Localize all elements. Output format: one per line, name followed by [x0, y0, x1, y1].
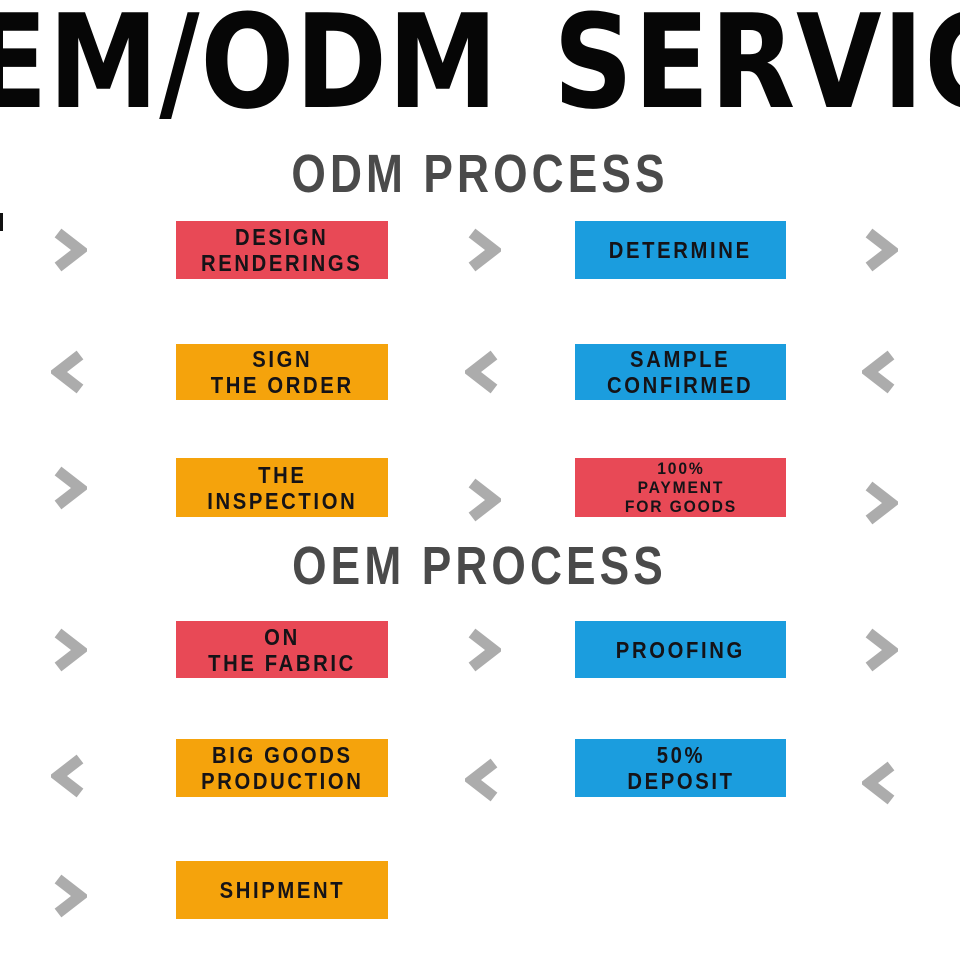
step-line: DEPOSIT — [626, 768, 735, 794]
page-title: OEM/ODM SERVICE — [0, 0, 960, 138]
process-row-oem-2: BIG GOODS PRODUCTION 50% DEPOSIT — [0, 739, 960, 805]
step-line: THE FABRIC — [208, 649, 356, 676]
section-heading-oem-label: OEM PROCESS — [292, 536, 668, 596]
step-50-deposit: 50% DEPOSIT — [575, 739, 786, 797]
step-line: RENDERINGS — [201, 250, 363, 276]
section-heading-odm: ODM PROCESS — [0, 147, 960, 201]
chevron-left-icon — [51, 350, 87, 394]
process-row-oem-1: ON THE FABRIC PROOFING — [0, 621, 960, 678]
chevron-right-icon — [465, 478, 501, 522]
step-100-payment-for-goods: 100% PAYMENT FOR GOODS — [575, 458, 786, 517]
step-line: FOR GOODS — [624, 497, 737, 516]
step-line: THE — [257, 461, 307, 488]
chevron-right-icon — [51, 874, 87, 918]
step-line: PROOFING — [615, 636, 746, 663]
process-row-odm-3: THE INSPECTION 100% PAYMENT FOR GOODS — [0, 458, 960, 524]
chevron-left-icon — [465, 758, 501, 802]
step-sign-the-order: SIGN THE ORDER — [176, 344, 388, 400]
step-on-the-fabric: ON THE FABRIC — [176, 621, 388, 678]
chevron-right-icon — [465, 628, 501, 672]
chevron-right-icon — [862, 228, 898, 272]
step-line: SHIPMENT — [219, 877, 345, 903]
step-line: 100% — [656, 459, 705, 478]
chevron-right-icon — [465, 228, 501, 272]
process-row-odm-1: DESIGN RENDERINGS DETERMINE — [0, 221, 960, 279]
chevron-left-icon — [51, 754, 87, 798]
step-determine: DETERMINE — [575, 221, 786, 279]
chevron-right-icon — [862, 481, 898, 525]
step-line: SAMPLE — [630, 346, 731, 372]
chevron-left-icon — [465, 350, 501, 394]
chevron-left-icon — [862, 761, 898, 805]
step-sample-confirmed: SAMPLE CONFIRMED — [575, 344, 786, 400]
step-line: PRODUCTION — [200, 768, 364, 794]
step-line: DESIGN — [235, 224, 329, 250]
process-row-oem-3: SHIPMENT — [0, 861, 960, 919]
step-shipment: SHIPMENT — [176, 861, 388, 919]
step-line: THE ORDER — [210, 372, 354, 398]
step-line: DETERMINE — [609, 237, 752, 263]
step-line: 50% — [656, 742, 705, 768]
chevron-right-icon — [51, 466, 87, 510]
process-row-odm-2: SIGN THE ORDER SAMPLE CONFIRMED — [0, 344, 960, 400]
step-proofing: PROOFING — [575, 621, 786, 678]
chevron-right-icon — [51, 628, 87, 672]
step-the-inspection: THE INSPECTION — [176, 458, 388, 517]
chevron-right-icon — [862, 628, 898, 672]
section-heading-oem: OEM PROCESS — [0, 539, 960, 593]
step-line: PAYMENT — [637, 478, 724, 497]
step-line: BIG GOODS — [211, 742, 353, 768]
step-line: ON — [264, 623, 300, 650]
chevron-right-icon — [51, 228, 87, 272]
step-line: INSPECTION — [206, 487, 358, 514]
section-heading-odm-label: ODM PROCESS — [291, 144, 669, 204]
left-edge-artifact — [0, 213, 3, 231]
chevron-left-icon — [862, 350, 898, 394]
step-line: SIGN — [251, 346, 313, 372]
step-line: CONFIRMED — [607, 372, 754, 398]
step-design-renderings: DESIGN RENDERINGS — [176, 221, 388, 279]
step-big-goods-production: BIG GOODS PRODUCTION — [176, 739, 388, 797]
